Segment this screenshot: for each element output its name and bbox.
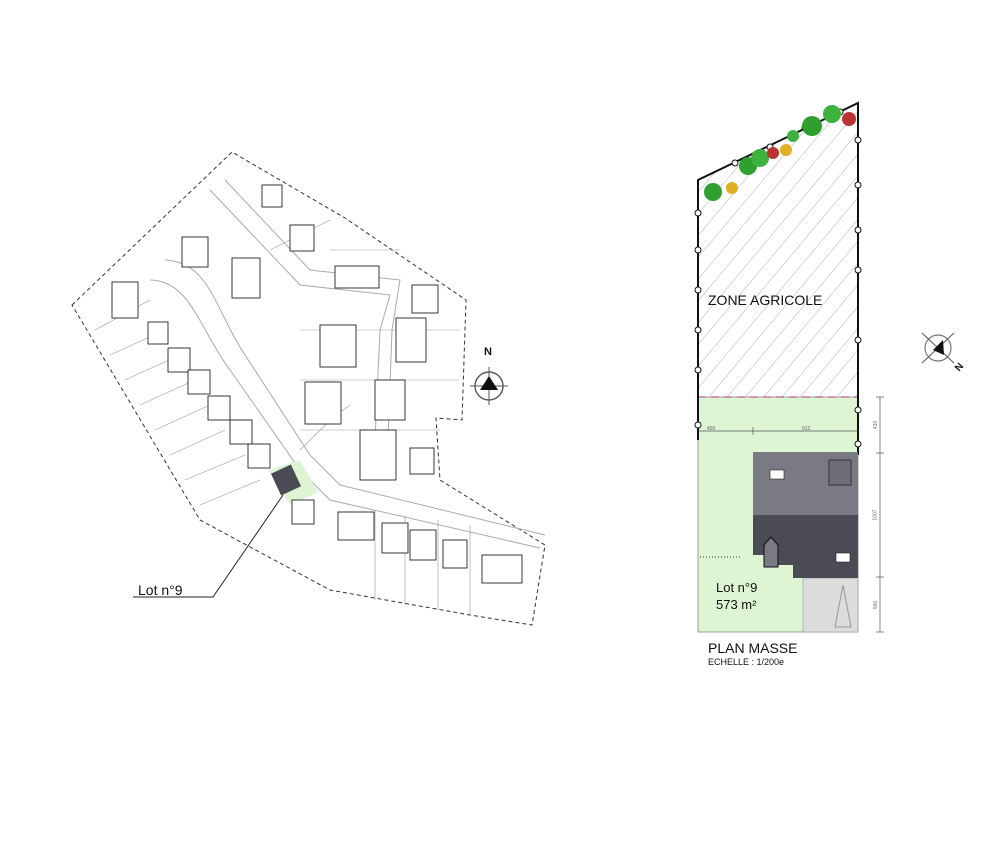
hedge-trees [704,105,856,201]
dim-left-offset: 450 [707,426,716,432]
parking-marker [834,584,852,628]
houses [111,184,523,584]
house-footprint [753,452,858,578]
north-label-left: N [484,346,492,358]
subdivision-boundary [71,151,546,626]
lot-9-leader-line [133,494,284,598]
north-compass-left [470,367,508,405]
dim-front-setback: 430 [873,420,880,430]
dimension-lines [698,396,884,633]
driveway [802,577,859,633]
zone-agricole-label: ZONE AGRICOLE [708,292,823,308]
lot-label: Lot n°9 [716,580,758,595]
fence-line [697,101,859,455]
dim-house-depth: 1007 [872,509,879,521]
dim-width: 912 [802,426,811,432]
plan-masse [694,101,955,633]
zone-agricole-hatch [698,103,858,397]
lot-9-house [270,464,302,496]
north-compass-right [921,332,955,364]
main-road [149,179,546,549]
dim-rear: 500 [873,600,880,610]
lot-area: 573 m² [716,597,757,612]
subdivision-plan [71,151,546,626]
plan-title: PLAN MASSE [708,640,798,656]
lot-9-callout-label: Lot n°9 [138,582,183,598]
plan-scale: ECHELLE : 1/200e [708,657,785,667]
